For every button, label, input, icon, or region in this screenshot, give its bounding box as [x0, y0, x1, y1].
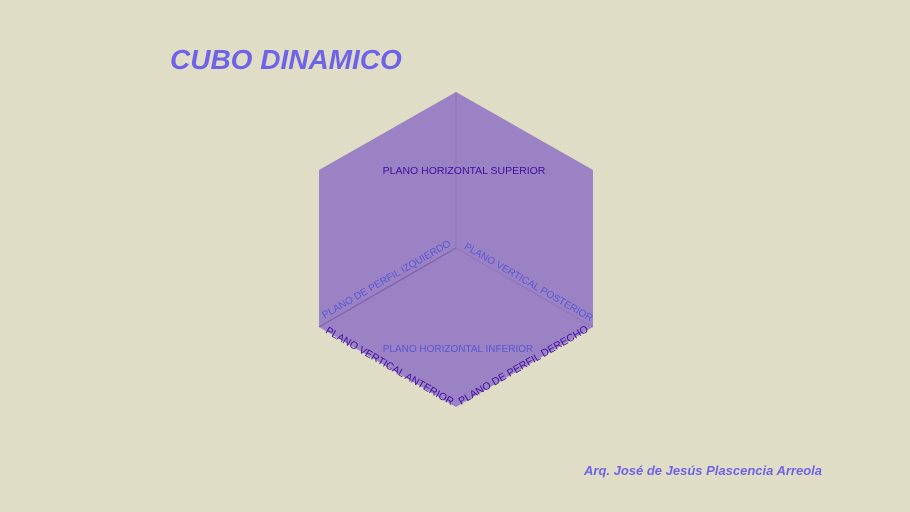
label-horizontal-inferior: PLANO HORIZONTAL INFERIOR	[383, 344, 534, 355]
cube-edge-left	[318, 247, 457, 328]
label-horizontal-superior: PLANO HORIZONTAL SUPERIOR	[383, 165, 546, 177]
cube-edge-right	[455, 247, 594, 328]
cube-body	[319, 92, 593, 407]
page-title: CUBO DINAMICO	[170, 44, 402, 75]
author-credit: Arq. José de Jesús Plascencia Arreola	[584, 463, 822, 478]
